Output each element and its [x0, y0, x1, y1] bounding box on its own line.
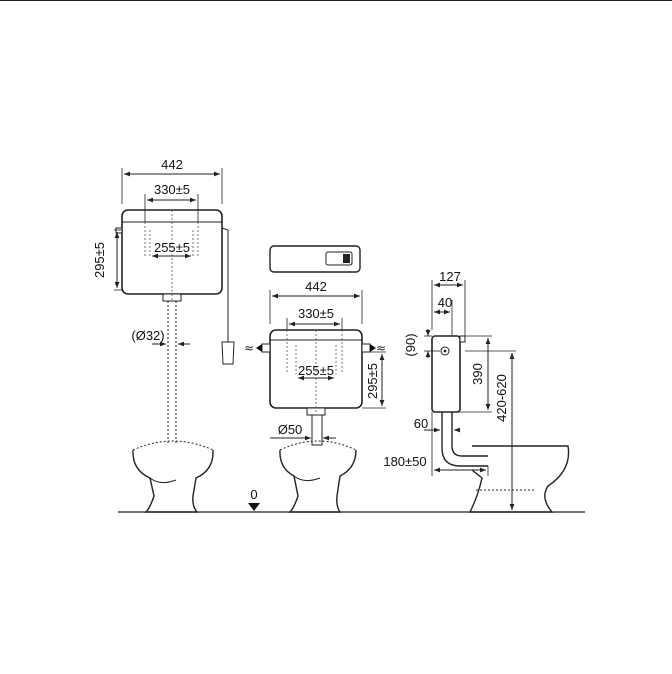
- high-cistern-fixing-centres-label: 330±5: [154, 182, 190, 197]
- low-cistern-fixing-centres-label: 330±5: [298, 306, 334, 321]
- side-top-offset-label: (90): [403, 333, 418, 356]
- floor-level-label: 0: [250, 487, 257, 502]
- low-cistern-width-label: 442: [305, 279, 327, 294]
- high-cistern-height-label: 295±5: [92, 242, 107, 278]
- floor-level-marker: 0: [248, 487, 260, 511]
- high-level-cistern-view: 442 330±5 255±5 295±5 (Ø32): [92, 157, 235, 513]
- svg-text:≈: ≈: [376, 341, 386, 355]
- side-bend-label: 60: [414, 416, 428, 431]
- side-offset-label: 40: [438, 295, 452, 310]
- low-level-cistern-view: ≈ ≈ 442 330±5 255±5 295±5 Ø50: [244, 245, 386, 513]
- side-depth-label: 127: [439, 269, 461, 284]
- side-height-label: 390: [470, 363, 485, 385]
- low-cistern-pipe-diameter-label: Ø50: [278, 422, 303, 437]
- high-cistern-inner-centres-label: 255±5: [154, 240, 190, 255]
- side-view-cistern-body: [431, 335, 461, 413]
- side-outlet-projection-label: 180±50: [383, 454, 426, 469]
- high-cistern-width-label: 442: [161, 157, 183, 172]
- low-cistern-inner-centres-label: 255±5: [298, 363, 334, 378]
- high-cistern-pipe-diameter-label: (Ø32): [131, 328, 164, 343]
- side-height-range-label: 420-620: [494, 374, 509, 422]
- low-cistern-height-label: 295±5: [365, 363, 380, 399]
- svg-text:≈: ≈: [244, 341, 254, 355]
- side-view: 127 40 (90) 390 420-620 60 180±50: [383, 269, 570, 513]
